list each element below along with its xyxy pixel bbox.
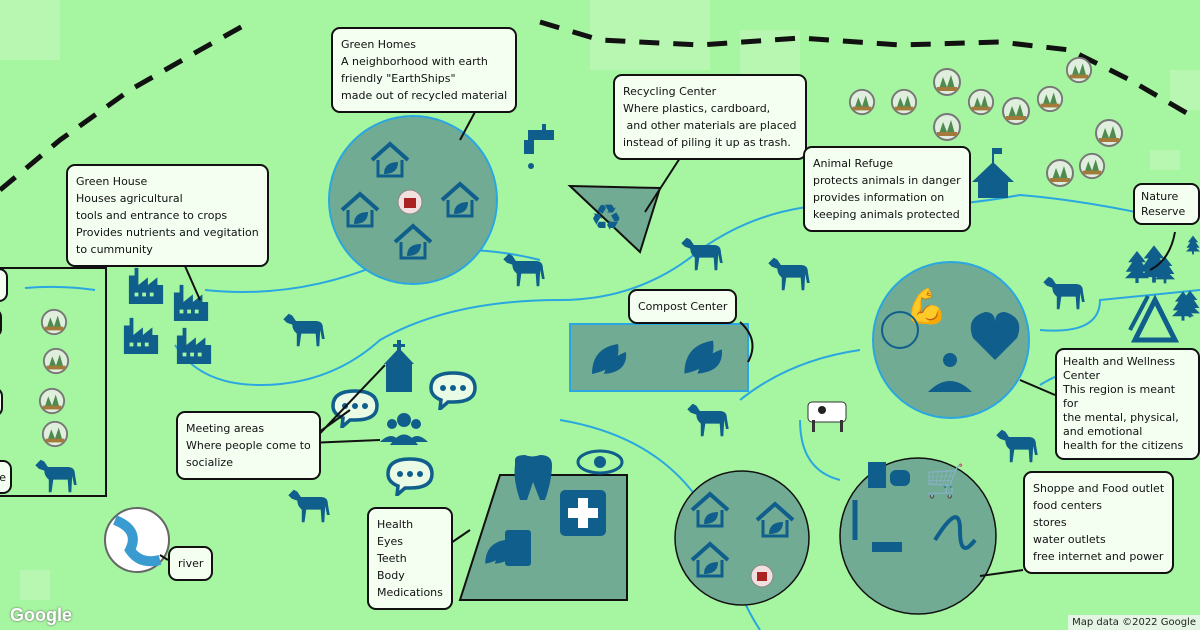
callout-line: water outlets xyxy=(1033,533,1106,546)
callout-line: stores xyxy=(1033,516,1067,529)
callout-line: provides information on xyxy=(813,191,945,204)
health-wellness-region[interactable]: 💪 xyxy=(872,261,1030,419)
callout-shoppe[interactable]: Shoppe and Food outlet food centers stor… xyxy=(1023,471,1175,574)
tree-icons xyxy=(1125,235,1200,321)
recycling-region[interactable]: ♻ xyxy=(567,184,662,254)
callout-line: and other materials are placed xyxy=(623,119,797,132)
callout-line: instead of piling it up as trash. xyxy=(623,136,791,149)
callout-line: made out of recycled material xyxy=(341,89,508,102)
callout-line: socialize xyxy=(186,456,233,469)
callout-animal-refuge[interactable]: Animal Refuge protects animals in danger… xyxy=(803,146,971,232)
trail-path xyxy=(0,19,1192,192)
callout-line: friendly "EarthShips" xyxy=(341,72,456,85)
callout-line: the mental, physical, and emotional xyxy=(1063,411,1179,438)
callout-line: Medications xyxy=(377,586,443,599)
shoppe-region[interactable]: 🛒 xyxy=(839,457,997,615)
callout-title: Green House xyxy=(76,175,148,188)
callout-recycling-center[interactable]: Recycling Center Where plastics, cardboa… xyxy=(613,74,807,160)
callout-partial[interactable]: e xyxy=(0,460,12,494)
callout-river[interactable]: river xyxy=(168,546,214,581)
callout-meeting-areas[interactable]: Meeting areas Where people come to socia… xyxy=(176,411,321,480)
callout-line: keeping animals protected xyxy=(813,208,960,221)
plug-icon xyxy=(933,515,977,550)
medication-icon xyxy=(505,530,531,566)
callout-line: free internet and power xyxy=(1033,550,1164,563)
eye-icon xyxy=(576,449,624,475)
legend-panel xyxy=(0,267,107,497)
church-icon xyxy=(384,340,414,392)
recycle-icon: ♻ xyxy=(590,198,622,239)
callout-line: to cummunity xyxy=(76,243,153,256)
callout-health[interactable]: Health Eyes Teeth Body Medications xyxy=(367,507,453,610)
callout-partial[interactable] xyxy=(0,268,8,302)
meditation-icon xyxy=(943,353,957,367)
callout-title: Recycling Center xyxy=(623,85,717,98)
drink-icon xyxy=(868,462,886,488)
tent-icon xyxy=(1128,294,1180,343)
compost-region[interactable] xyxy=(569,323,749,392)
callout-line: Body xyxy=(377,569,405,582)
map-attribution[interactable]: Map data ©2022 Google xyxy=(1068,615,1200,630)
callout-green-house[interactable]: Green House Houses agricultural tools an… xyxy=(66,164,269,267)
google-logo: Google xyxy=(10,605,72,625)
map-patches xyxy=(0,0,1200,600)
heart-icon xyxy=(970,312,1020,360)
callout-title: Compost Center xyxy=(638,300,728,313)
callout-line: Provides nutrients and vegitation xyxy=(76,226,259,239)
home-icon xyxy=(972,148,1014,198)
water-tap-icon xyxy=(524,124,554,169)
callout-title: e xyxy=(0,471,6,484)
cow-icon xyxy=(807,401,847,432)
callout-title: Health and Wellness Center xyxy=(1063,355,1176,382)
callout-title: Animal Refuge xyxy=(813,157,894,170)
river-marker[interactable] xyxy=(104,507,170,573)
factory-icons xyxy=(123,267,212,364)
callout-compost-center[interactable]: Compost Center xyxy=(628,289,738,324)
callout-line: health for the citizens xyxy=(1063,439,1184,452)
callout-line: Where plastics, cardboard, xyxy=(623,102,771,115)
callout-line: Eyes xyxy=(377,535,403,548)
callout-line: This region is meant for xyxy=(1063,383,1176,410)
callout-health-wellness[interactable]: Health and Wellness Center This region i… xyxy=(1055,348,1200,460)
burger-icon xyxy=(890,470,910,486)
callout-title: Meeting areas xyxy=(186,422,265,435)
callout-title: Green Homes xyxy=(341,38,417,51)
callout-line: Where people come to xyxy=(186,439,311,452)
callout-title: river xyxy=(178,557,204,570)
callout-nature-reserve[interactable]: Nature Reserve xyxy=(1133,183,1200,225)
callout-line: Houses agricultural xyxy=(76,192,183,205)
faucet-icon xyxy=(872,542,902,552)
callout-green-homes[interactable]: Green Homes A neighborhood with earth fr… xyxy=(331,27,518,113)
callout-line: tools and entrance to crops xyxy=(76,209,228,222)
callout-line: Teeth xyxy=(377,552,407,565)
callout-line: protects animals in danger xyxy=(813,174,961,187)
green-homes-region[interactable] xyxy=(328,115,498,285)
bottom-homes-region[interactable] xyxy=(674,470,810,606)
strength-icon: 💪 xyxy=(905,287,947,327)
callout-line: A neighborhood with earth xyxy=(341,55,488,68)
people-icon xyxy=(380,413,428,445)
callout-line: food centers xyxy=(1033,499,1102,512)
callout-title: Shoppe and Food outlet xyxy=(1033,482,1165,495)
callout-title: Health xyxy=(377,518,414,531)
health-region[interactable] xyxy=(458,449,628,601)
mind-icon xyxy=(881,311,919,349)
cart-icon: 🛒 xyxy=(925,462,965,500)
callout-title: Nature Reserve xyxy=(1141,190,1186,218)
tooth-icon xyxy=(514,455,552,500)
